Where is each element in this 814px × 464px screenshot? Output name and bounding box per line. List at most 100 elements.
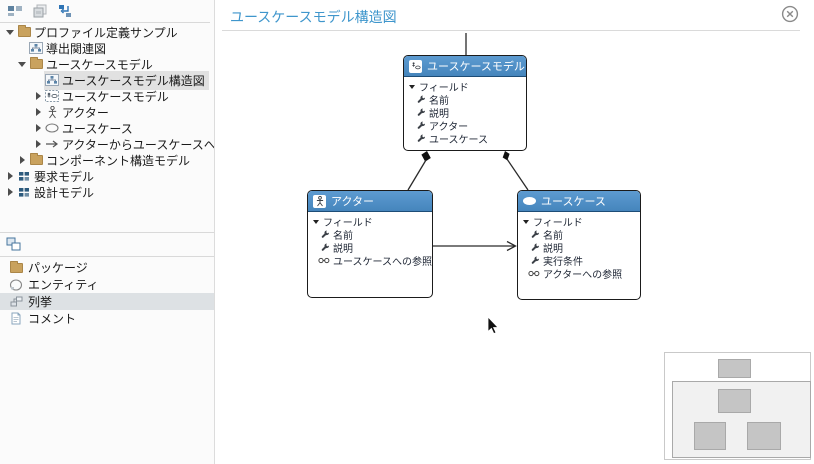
tree-item-design-model[interactable]: 設計モデル [0,184,214,200]
toolbar-separator [0,22,210,23]
palette-item-label: コメント [28,312,77,326]
expander-open-icon[interactable] [313,219,319,224]
expander-open-icon[interactable] [4,26,16,38]
field-label: 説明 [543,244,563,255]
selected-tree-item: ユースケースモデル構造図 [44,70,209,90]
field-label: 名前 [333,231,353,242]
reference-row[interactable]: アクターへの参照 [518,267,640,281]
field-group-label: フィールド [323,218,373,229]
node-header[interactable]: ユースケース [518,191,640,212]
tree-item-actor[interactable]: アクター [0,104,214,120]
expander-open-icon[interactable] [523,219,529,224]
field-label: アクターへの参照 [543,270,623,281]
expander-open-icon[interactable] [409,84,415,89]
panel-separator [0,256,214,257]
field-row[interactable]: 説明 [404,106,526,120]
tree-toolbar [0,0,214,22]
diagram-icon [28,42,44,55]
sidebar-divider [214,0,215,464]
node-title: ユースケースモデル [427,61,525,73]
reference-row[interactable]: ユースケースへの参照 [308,254,432,268]
palette-item-comment[interactable]: コメント [0,310,214,327]
actor-badge-icon [313,194,326,208]
wrench-icon [417,95,426,104]
tree-item-usecase-structure-diagram[interactable]: ユースケースモデル構造図 [0,70,214,90]
expander-closed-icon[interactable] [32,138,44,150]
model-badge-icon [409,59,422,73]
tree-item-actor-to-usecase-reference[interactable]: アクターからユースケースへの参照 [0,136,252,152]
tree-item-requirement-model[interactable]: 要求モデル [0,168,214,184]
tree-item-component-structure-model[interactable]: コンポーネント構造モデル [0,152,214,168]
tree-item-label: ユースケースモデル [46,57,153,72]
folder-icon [16,25,32,39]
expander-open-icon[interactable] [16,58,28,70]
wrench-icon [321,243,330,252]
palette-item-entity[interactable]: エンティティ [0,276,214,293]
package-folder-icon [8,260,24,275]
expander-closed-icon[interactable] [32,90,44,102]
tree-item-label: コンポーネント構造モデル [46,153,191,168]
field-row[interactable]: アクター [404,119,526,133]
diagram-icon [44,74,60,87]
field-row[interactable]: ユースケース [404,132,526,146]
wrench-icon [417,121,426,130]
tree-item-label: 要求モデル [34,169,95,184]
element-palette: パッケージ エンティティ 列挙 コメント [0,259,214,327]
tree-item-profile-sample[interactable]: プロファイル定義サンプル [0,24,214,40]
field-row[interactable]: 名前 [404,93,526,107]
cascade-layers-icon[interactable] [6,237,26,252]
field-row[interactable]: 実行条件 [518,254,640,268]
arrow-icon [44,138,60,151]
palette-item-label: パッケージ [28,261,88,275]
node-actor[interactable]: アクター フィールド 名前 説明 ユースケースへの参照 [307,190,433,298]
tree-item-derived-relation-diagram[interactable]: 導出関連図 [0,40,214,56]
sidebar: プロファイル定義サンプル 導出関連図 ユースケースモデル [0,0,252,464]
field-group-row[interactable]: フィールド [404,80,526,94]
minimap-node [747,422,781,450]
tree-item-label: プロファイル定義サンプル [34,25,178,40]
diagram-title: ユースケースモデル構造図 [230,9,397,25]
inheritance-sort-icon[interactable] [56,3,73,20]
field-group-row[interactable]: フィールド [518,215,640,229]
field-row[interactable]: 説明 [308,241,432,255]
reference-glasses-icon [318,257,330,264]
blocks-icon [16,186,32,199]
expander-closed-icon[interactable] [32,106,44,118]
field-row[interactable]: 名前 [518,228,640,242]
expander-closed-icon[interactable] [4,170,16,182]
field-label: 説明 [429,109,449,120]
tree-item-usecase[interactable]: ユースケース [0,120,214,136]
node-header[interactable]: ユースケースモデル [404,56,526,77]
project-tree: プロファイル定義サンプル 導出関連図 ユースケースモデル [0,24,252,200]
entity-ellipse-icon [8,278,24,292]
palette-item-label: 列挙 [28,295,53,309]
folder-icon [28,153,44,167]
usecase-icon [44,122,60,135]
structure-tree-icon[interactable] [6,3,23,20]
palette-item-package[interactable]: パッケージ [0,259,214,276]
field-group-row[interactable]: フィールド [308,215,432,229]
minimap-node [718,359,751,378]
field-row[interactable]: 説明 [518,241,640,255]
node-usecase[interactable]: ユースケース フィールド 名前 説明 実行条件 アクターへの参照 [517,190,641,300]
minimap-node [718,389,751,413]
node-header[interactable]: アクター [308,191,432,212]
expander-closed-icon[interactable] [4,186,16,198]
field-group-label: フィールド [419,83,469,94]
tree-item-label: ユースケースモデル [62,89,169,104]
tree-item-label: ユースケース [62,121,133,136]
copy-icon[interactable] [31,3,48,20]
overview-minimap[interactable] [664,352,811,460]
tree-item-usecase-model[interactable]: ユースケースモデル [0,88,214,104]
palette-item-enumeration[interactable]: 列挙 [0,293,214,310]
expander-closed-icon[interactable] [16,154,28,166]
minimap-node [694,422,726,450]
field-label: 実行条件 [543,257,583,268]
tree-item-usecase-model-folder[interactable]: ユースケースモデル [0,56,214,72]
node-usecase-model[interactable]: ユースケースモデル フィールド 名前 説明 アクター ユースケース [403,55,527,151]
expander-closed-icon[interactable] [32,122,44,134]
reference-glasses-icon [528,270,540,277]
field-row[interactable]: 名前 [308,228,432,242]
close-diagram-button[interactable] [781,5,799,23]
field-group-label: フィールド [533,218,583,229]
